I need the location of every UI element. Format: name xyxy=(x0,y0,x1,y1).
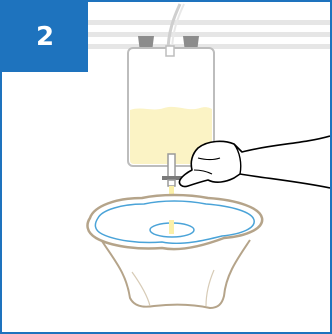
step-number-badge: 2 xyxy=(2,2,88,72)
basin-icon xyxy=(88,195,263,308)
hanging-rail-icon xyxy=(88,20,330,49)
